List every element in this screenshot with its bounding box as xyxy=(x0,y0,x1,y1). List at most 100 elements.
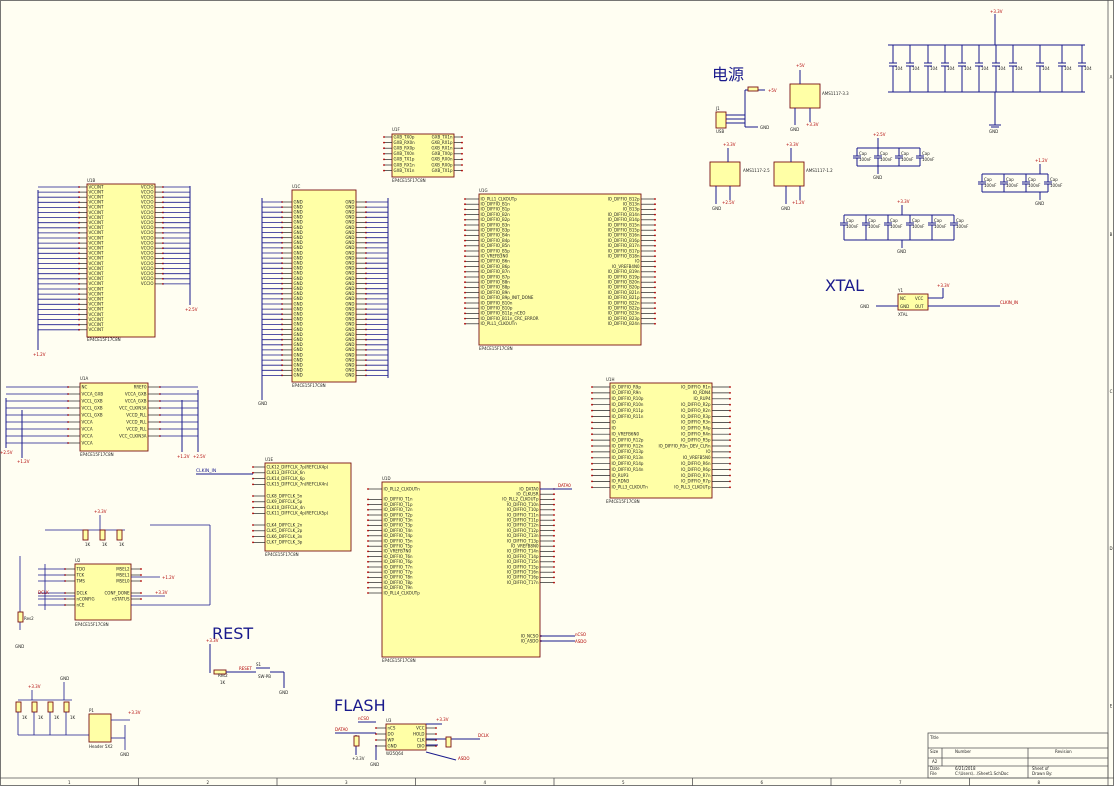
svg-text:DATA0: DATA0 xyxy=(335,727,348,732)
pin-label: IO_DIFFIO_B7p xyxy=(481,274,511,279)
pin-label: VCCIO xyxy=(141,251,154,256)
svg-text:1K: 1K xyxy=(119,542,125,547)
capacitor-value: 100nF xyxy=(880,157,893,162)
pin-label: IO_DIFFIO_B20n xyxy=(608,280,640,285)
pin-end xyxy=(464,307,466,310)
pin-label: GND xyxy=(345,347,354,352)
pin-label: GXB_TX1p xyxy=(394,157,415,162)
section-label-flash: FLASH xyxy=(334,696,386,715)
pin-label: VCCIO xyxy=(141,266,154,271)
pin-end xyxy=(464,198,466,200)
frame-column-number: 8 xyxy=(1037,780,1040,785)
pin-end xyxy=(367,581,369,584)
pin-label: TCK xyxy=(76,572,85,577)
pin-end xyxy=(553,498,555,501)
pin-label: IO_DIFFIO_B4p xyxy=(481,238,511,243)
gnd-label: GND xyxy=(897,249,906,254)
pin-label: IO_B13n xyxy=(623,202,640,207)
svg-text:NC: NC xyxy=(900,296,906,301)
pin-label: VCCINT xyxy=(89,215,104,220)
pin-label: IO_DIFFIO_T3p xyxy=(384,523,414,528)
pin-label: GND xyxy=(294,306,303,311)
pin-label: IO_DIFFIO_B15p xyxy=(608,228,640,233)
capacitor-label: Cap xyxy=(1006,177,1014,182)
svg-text:6/21/2018: 6/21/2018 xyxy=(955,766,976,771)
pin-end xyxy=(553,560,555,563)
capacitor-label: Cap xyxy=(846,218,854,223)
pin-end xyxy=(553,566,555,568)
pin-label: IO_DIFFIO_B11p_nCEO xyxy=(481,311,526,316)
frame-row-letter: E xyxy=(1110,703,1113,708)
pin-label: VCCIO xyxy=(141,195,154,200)
pin-label: IO_DIFFIO_B3n xyxy=(481,222,511,227)
svg-text:GND: GND xyxy=(370,762,379,767)
pin-label: IO_DIFFIO_R2n xyxy=(681,408,711,413)
frame-column-number: 1 xyxy=(68,780,71,785)
pin-label: VCCIO xyxy=(141,230,154,235)
svg-text:XTAL: XTAL xyxy=(898,312,909,317)
pin-end xyxy=(553,529,555,532)
pin-end xyxy=(654,234,656,237)
pin-label: RREF0 xyxy=(134,384,147,389)
pin-label: GND xyxy=(294,215,303,220)
pin-end xyxy=(654,229,656,232)
capacitor-value: 100nF xyxy=(984,183,997,188)
pin-end xyxy=(464,322,466,325)
capacitor-value: 104 xyxy=(930,66,938,71)
pin-end xyxy=(591,451,593,453)
pin-label: IO_DIFFIO_B9n xyxy=(481,290,511,295)
pin-label: GND xyxy=(345,225,354,230)
pin-label: VCCINT xyxy=(89,184,104,189)
pin-label: VCCIO xyxy=(141,271,154,276)
pin-label: IO_DIFFIO_T1n xyxy=(384,497,414,502)
pin-label: GND xyxy=(294,230,303,235)
pin-label: IO_VREFB7N0 xyxy=(384,549,412,554)
pin-label: IO_DIFFIO_B12p xyxy=(608,196,640,201)
gnd-label: GND xyxy=(873,175,882,180)
pin-label: GND xyxy=(345,245,354,250)
capacitor-label: Cap xyxy=(890,218,898,223)
svg-text:Drawn By:: Drawn By: xyxy=(1032,771,1052,776)
pin-end xyxy=(461,152,463,155)
section-label-power: 电源 xyxy=(712,65,744,84)
pin-end xyxy=(729,474,731,477)
pin-label: VCCINT xyxy=(89,312,104,317)
pin-label: GND xyxy=(345,352,354,357)
pin-label: VCCD_PLL xyxy=(126,412,147,417)
pin-label: GND xyxy=(345,368,354,373)
svg-text:USB: USB xyxy=(716,129,724,134)
pin-label: IO_DIFFIO_B1p xyxy=(481,207,511,212)
pin-label: IO_DIFFIO_B1n xyxy=(481,202,511,207)
fpga-u1e-clock-block: U1E EP4CE15F17C8N CLK12_DIFFCLK_7p(REFCL… xyxy=(196,457,352,557)
pin-end xyxy=(654,307,656,310)
pin-end xyxy=(553,581,555,584)
pin-label: GND xyxy=(345,342,354,347)
svg-text:EP4CE15F17C8N: EP4CE15F17C8N xyxy=(265,552,299,557)
pin-label: GND xyxy=(294,286,303,291)
pin-label: IO_DIFFIO_T12p xyxy=(507,528,539,533)
pin-label: GND xyxy=(294,352,303,357)
svg-text:+1.2V: +1.2V xyxy=(162,575,175,580)
regulator-ams1117-2v5: AMS1117-2.5 +3.3V GND +2.5V xyxy=(709,142,770,211)
svg-text:U1G: U1G xyxy=(479,188,488,193)
pin-label: GND xyxy=(388,743,397,748)
pin-label: IO_DIFFIO_T15n xyxy=(507,559,539,564)
pin-end xyxy=(461,141,463,144)
svg-text:GND: GND xyxy=(790,127,799,132)
pin-label: GND xyxy=(345,261,354,266)
pin-label: IO xyxy=(612,426,616,431)
pin-end xyxy=(367,498,369,501)
pin-label: GND xyxy=(294,220,303,225)
pin-end xyxy=(252,483,254,486)
pin-label: IO_VREFB4N0 xyxy=(612,264,640,269)
pin-label: GND xyxy=(345,281,354,286)
svg-text:1K: 1K xyxy=(85,542,91,547)
svg-text:+5V: +5V xyxy=(768,88,777,93)
svg-text:W25Q64: W25Q64 xyxy=(386,751,404,756)
title-block-title: Title xyxy=(929,735,939,740)
pin-label: IO_PLL3_CLKOUTn xyxy=(612,485,649,490)
pin-end xyxy=(367,545,369,548)
pin-label: IO_DIFFIO_R13p xyxy=(612,449,644,454)
